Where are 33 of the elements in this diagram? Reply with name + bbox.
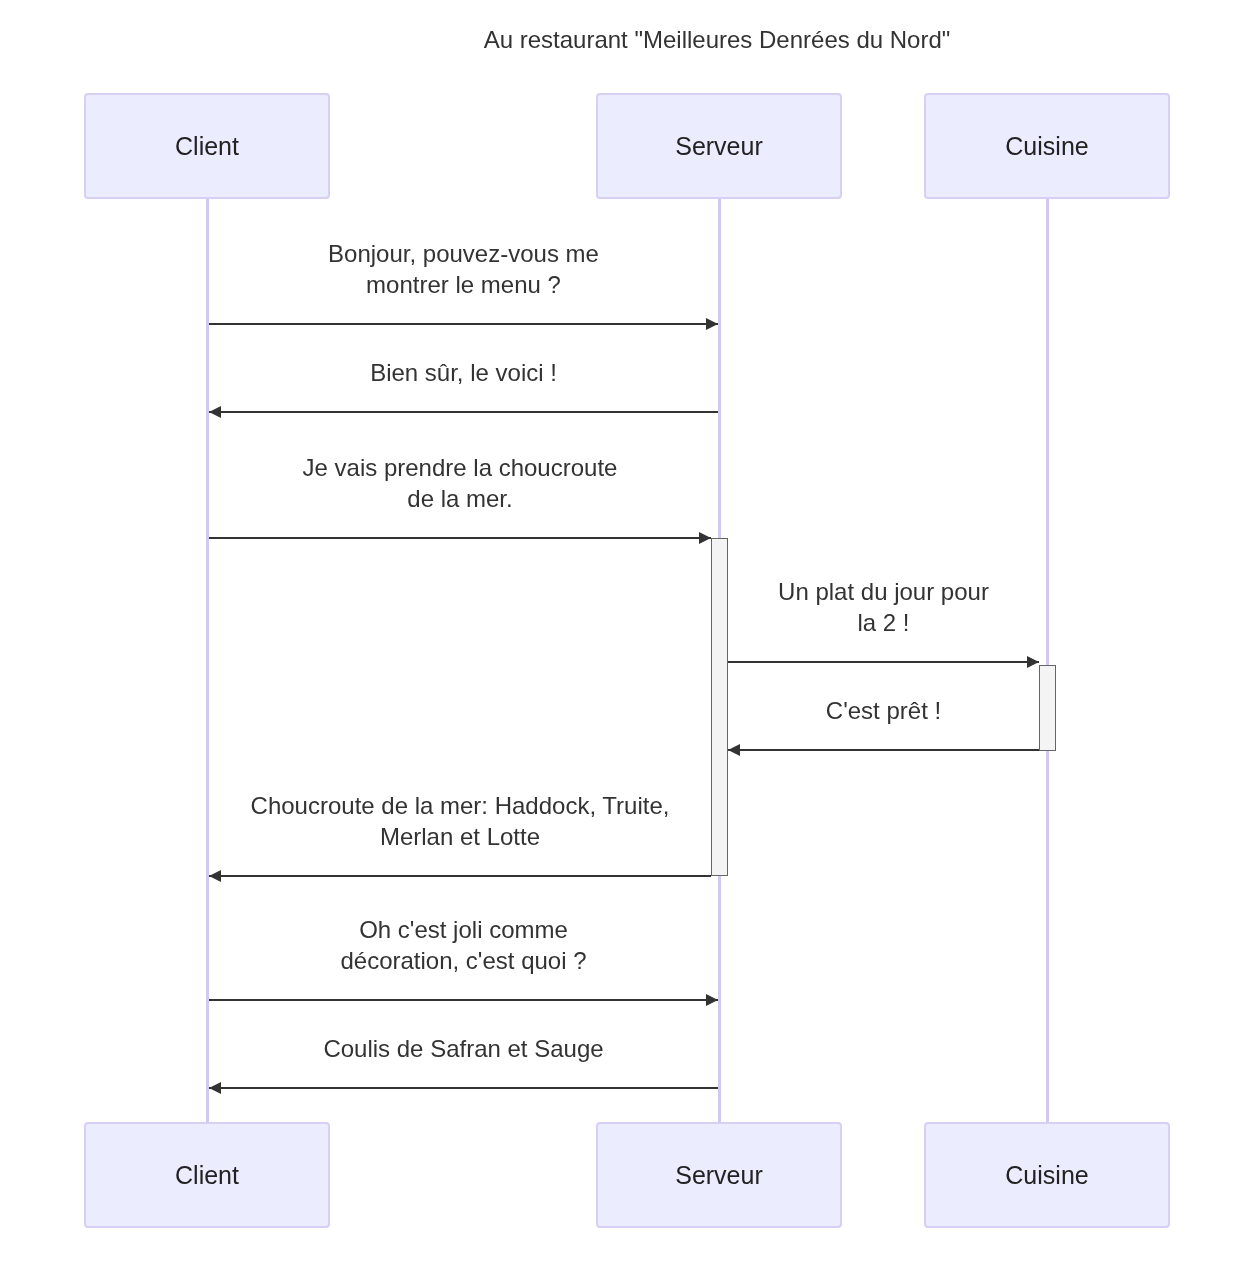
participant-name: Cuisine <box>1005 1160 1089 1190</box>
message-arrow <box>208 318 719 330</box>
message-label: Coulis de Safran et Sauge <box>323 1034 604 1064</box>
message-label: C'est prêt ! <box>825 696 942 726</box>
participant-name: Client <box>175 131 239 161</box>
participant-box <box>596 1122 842 1228</box>
participant-name: Serveur <box>675 1160 763 1190</box>
message-label: Un plat du jour pour la 2 ! <box>777 577 990 638</box>
message-arrow <box>208 994 719 1006</box>
message-arrow <box>208 532 712 544</box>
participant-box <box>596 93 842 199</box>
message-label: Bonjour, pouvez-vous me montrer le menu ? <box>327 239 600 300</box>
message-label: Oh c'est joli comme décoration, c'est quoi ? <box>339 915 588 976</box>
message-arrow <box>208 406 719 418</box>
participant-name: Serveur <box>675 131 763 161</box>
message-arrow <box>208 870 712 882</box>
message-label: Je vais prendre la choucroute de la mer. <box>301 453 619 514</box>
activation-bar <box>1039 665 1056 751</box>
activation-bar <box>711 538 728 876</box>
participant-box <box>924 1122 1170 1228</box>
message-arrow <box>208 1082 719 1094</box>
message-arrow <box>727 744 1040 756</box>
participant-box <box>84 1122 330 1228</box>
participant-box <box>84 93 330 199</box>
message-label: Choucroute de la mer: Haddock, Truite, Merlan et Lotte <box>250 791 670 852</box>
participant-box <box>924 93 1170 199</box>
diagram-title: Au restaurant "Meilleures Denrées du Nord" <box>483 26 951 54</box>
message-arrow <box>727 656 1040 668</box>
lifeline <box>206 199 209 1122</box>
message-label: Bien sûr, le voici ! <box>370 358 557 388</box>
participant-name: Cuisine <box>1005 131 1089 161</box>
participant-name: Client <box>175 1160 239 1190</box>
lifeline <box>1046 199 1049 1122</box>
